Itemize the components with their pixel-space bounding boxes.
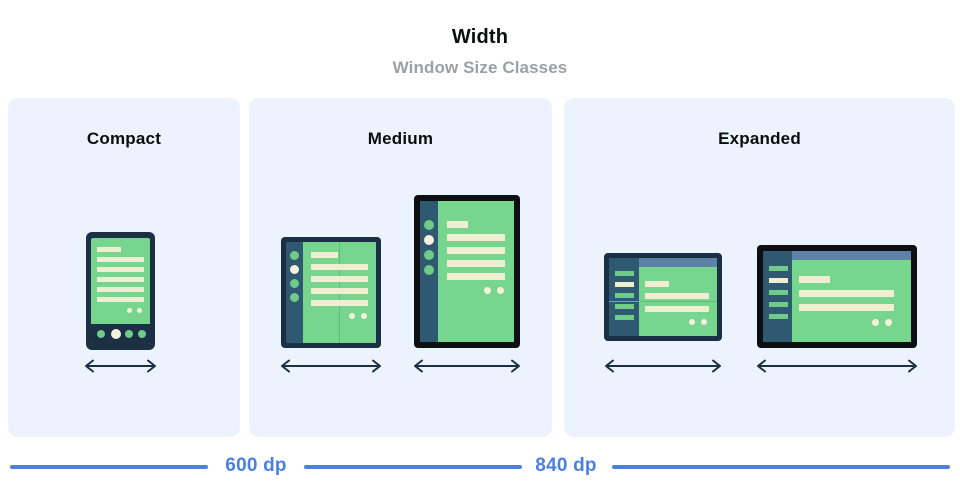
nav-rail [609,258,639,336]
rail-dot [424,220,434,230]
breakpoint-scale: 600 dp 840 dp [0,452,960,482]
width-arrow-foldable-portrait [279,359,383,373]
rail-bar [615,271,634,276]
breakpoint-label-600dp: 600 dp [225,455,287,476]
content-line [311,288,368,294]
content-line [311,264,368,270]
nav-rail [420,201,438,342]
device-phone-portrait [86,232,155,350]
width-arrow-tablet-portrait [412,359,522,373]
foldable-screen [286,242,376,343]
rail-dot-active [424,235,434,245]
nav-dot [97,330,105,338]
panel-title-expanded: Expanded [718,129,801,148]
nav-rail [286,242,303,343]
content-line [311,252,338,258]
panel-title-compact: Compact [86,129,162,148]
panel-medium: Medium [249,98,552,437]
nav-dot-active [111,329,121,339]
panel-expanded: Expanded [564,98,955,437]
foldable-screen [609,258,717,336]
rail-bar [615,315,634,320]
rail-bar [769,290,788,295]
app-top-bar [792,251,911,260]
page-subtitle: Window Size Classes [392,58,568,77]
content-line [447,221,468,228]
rail-bar-active [615,282,634,287]
content-line [311,276,368,282]
tablet-screen [763,251,911,342]
rail-dot [424,265,434,275]
header: Width Window Size Classes [0,0,960,78]
content-line [799,290,894,297]
content-line [447,260,505,267]
content-line [645,281,669,287]
device-foldable-portrait [281,237,381,348]
rail-bar [769,314,788,319]
content-line [645,306,709,312]
device-foldable-landscape [604,253,722,341]
rail-dot [290,293,299,302]
content-line [97,297,144,302]
panel-compact: Compact [8,98,240,437]
nav-dot [125,330,133,338]
action-dot [137,308,142,313]
rail-dot-active [290,265,299,274]
app-top-bar [639,258,717,267]
content-line [97,257,144,262]
content-line [447,273,505,280]
rail-bar [769,302,788,307]
fold-crease [609,301,717,302]
tablet-screen [420,201,514,342]
rail-bar [615,304,634,309]
action-dot [872,319,879,326]
device-tablet-landscape [757,245,917,348]
action-dot [349,313,355,319]
width-arrow-foldable-landscape [603,359,723,373]
action-dot [701,319,707,325]
content-line [645,293,709,299]
content-line [311,300,368,306]
rail-bar [769,266,788,271]
breakpoint-rule-segment [612,465,950,469]
phone-nav-bar [91,324,150,344]
action-dot [361,313,367,319]
content-line [799,304,894,311]
page-title: Width [451,26,509,48]
panel-title-medium: Medium [367,129,434,148]
rail-dot [290,279,299,288]
action-dot [885,319,892,326]
nav-rail [763,251,792,342]
rail-dot [290,251,299,260]
action-dot [689,319,695,325]
breakpoint-label-840dp: 840 dp [535,455,597,476]
nav-dot [138,330,146,338]
content-line [97,277,144,282]
content-line [447,247,505,254]
breakpoint-rule-segment [10,465,208,469]
width-arrow-tablet-landscape [755,359,919,373]
action-dot [497,287,504,294]
rail-bar-active [769,278,788,283]
content-line [97,287,144,292]
phone-screen [91,238,150,344]
device-tablet-portrait [414,195,520,348]
content-line [97,247,121,252]
content-line [447,234,505,241]
width-arrow-compact [83,359,158,373]
breakpoint-rule-segment [304,465,522,469]
action-dot [484,287,491,294]
rail-dot [424,250,434,260]
action-dot [127,308,132,313]
content-line [799,276,830,283]
content-line [97,267,144,272]
rail-bar [615,293,634,298]
